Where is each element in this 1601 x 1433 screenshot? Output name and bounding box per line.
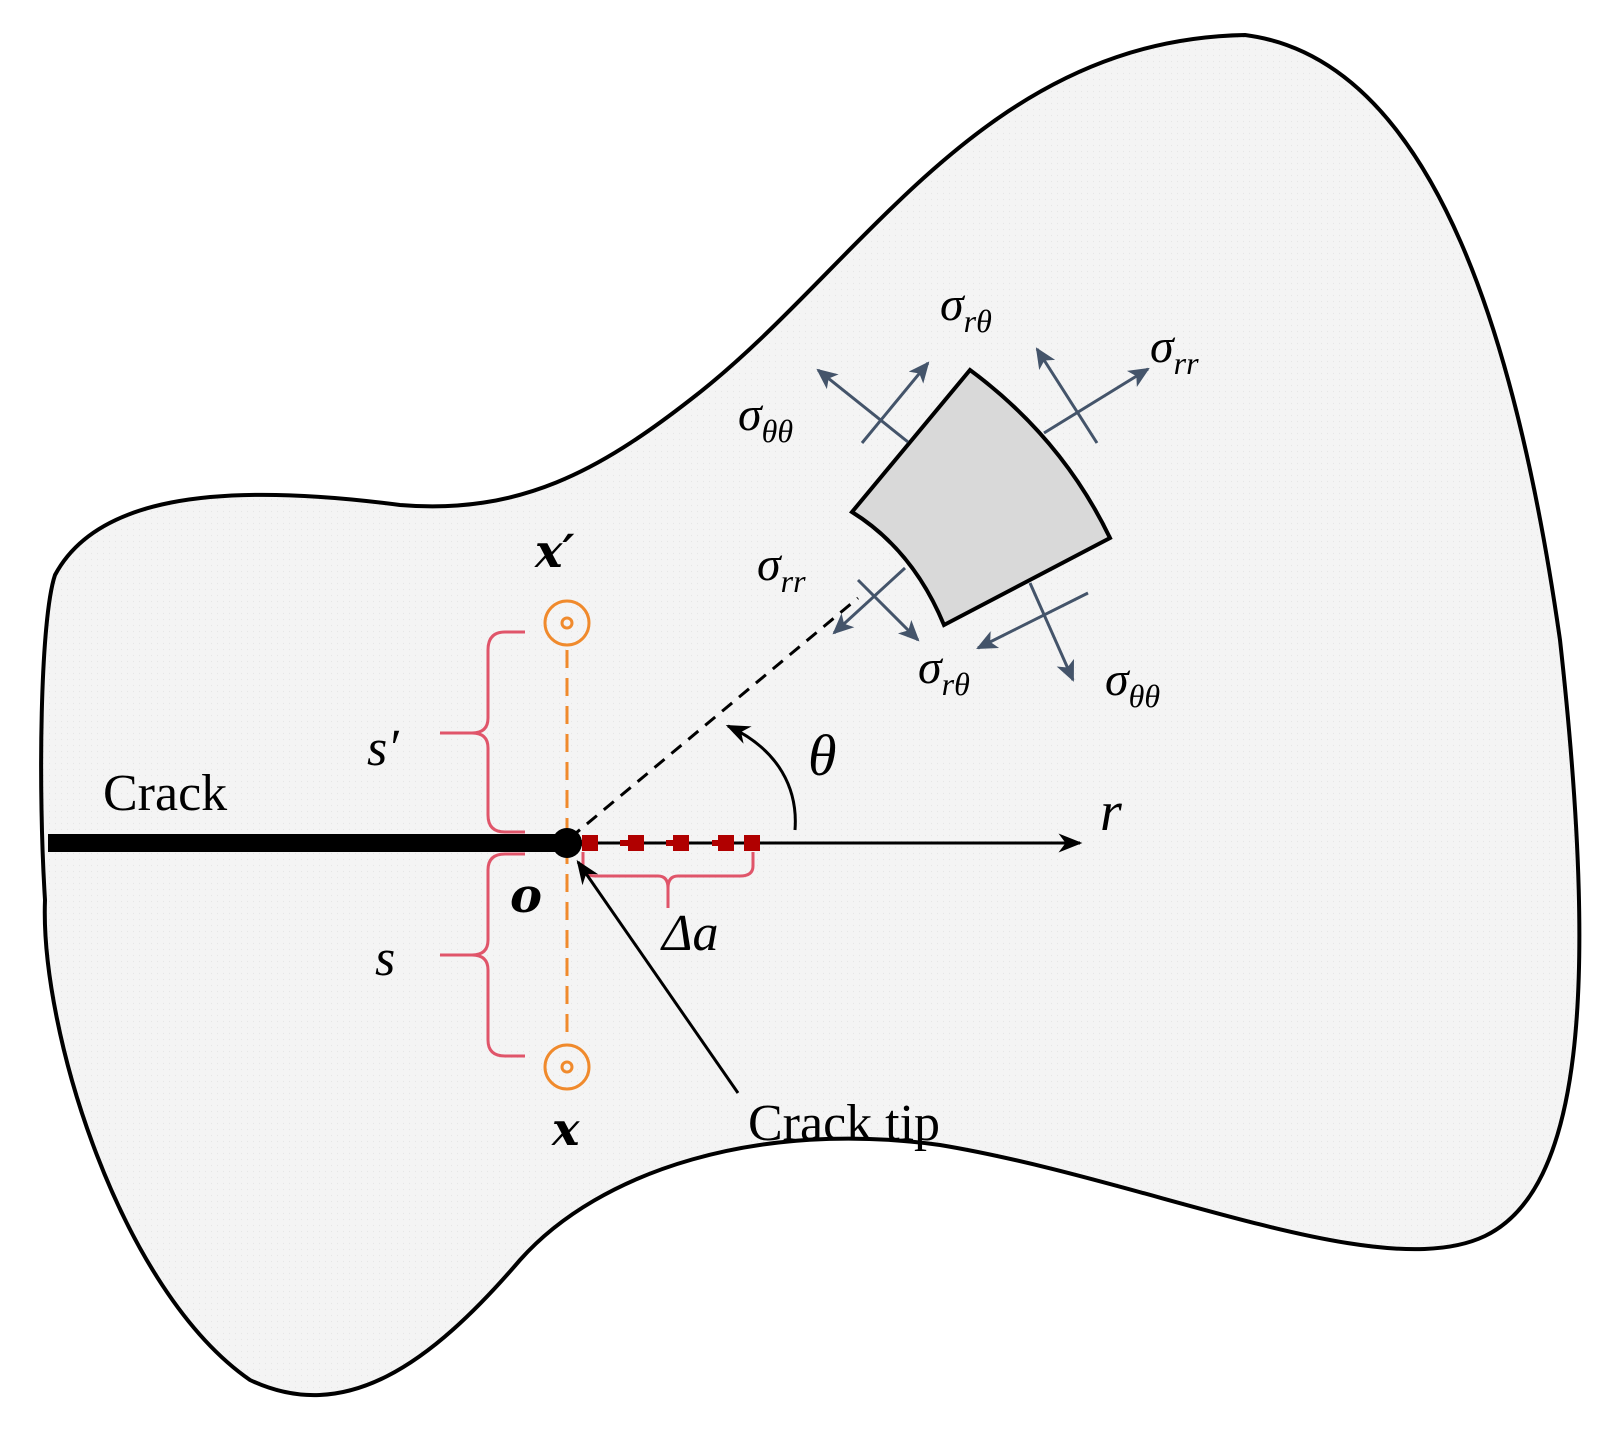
stress-subscript: rθ — [964, 303, 992, 339]
stress-subscript: rr — [781, 563, 806, 599]
stress-subscript: θθ — [762, 413, 793, 449]
stress-label-top-radial: σrr — [1150, 320, 1199, 381]
stress-base: σ — [757, 538, 783, 591]
stress-label-bottom-radial: σrr — [757, 538, 806, 599]
brace-s-prime — [440, 630, 525, 834]
arrow-top-hoop — [816, 368, 909, 444]
point-x-marker — [543, 1043, 591, 1091]
crack-tip-label: Crack tip — [748, 1095, 940, 1152]
stress-base: σ — [1150, 320, 1176, 373]
s-prime-label: s′ — [367, 720, 400, 777]
arrow-bottom-hoop — [1028, 582, 1075, 682]
stress-base: σ — [918, 641, 944, 694]
stress-element — [848, 367, 1113, 628]
delta-a-label: Δa — [660, 905, 719, 962]
stress-subscript: rr — [1174, 345, 1199, 381]
crack-label: Crack — [103, 765, 227, 822]
theta-label: θ — [808, 723, 837, 788]
stress-label-bottom-shear: σrθ — [918, 641, 970, 702]
arrow-top-radial — [1043, 367, 1150, 435]
brace-s — [440, 852, 525, 1058]
s-label: s — [375, 930, 395, 987]
arrow-top-shear — [860, 361, 930, 444]
arrow-bottom-shear-2 — [976, 591, 1089, 650]
arrow-top-shear-2 — [1035, 347, 1099, 444]
x-prime-label: x′ — [534, 524, 575, 578]
theta-arc — [725, 724, 797, 831]
arrow-bottom-shear — [856, 578, 920, 642]
stress-base: σ — [1105, 653, 1131, 706]
r-axis-label: r — [1100, 781, 1122, 843]
x-label: x — [551, 1102, 580, 1156]
radial-dashed-line — [569, 596, 859, 840]
stress-subscript: rθ — [942, 666, 970, 702]
crack-extension — [570, 835, 760, 851]
stress-base: σ — [940, 278, 966, 331]
crack-tip-point — [552, 828, 582, 858]
stress-subscript: θθ — [1129, 678, 1160, 714]
crack-tip-pointer — [576, 860, 740, 1094]
stress-label-bottom-hoop: σθθ — [1105, 653, 1160, 714]
solid-domain — [39, 32, 1582, 1398]
arrow-bottom-radial — [832, 566, 907, 635]
origin-label: o — [510, 868, 542, 924]
stress-arrows — [816, 347, 1150, 682]
stress-base: σ — [738, 388, 764, 441]
point-x-prime-marker — [543, 599, 591, 647]
stress-label-top-shear: σrθ — [940, 278, 992, 339]
stress-label-top-hoop: σθθ — [738, 388, 793, 449]
